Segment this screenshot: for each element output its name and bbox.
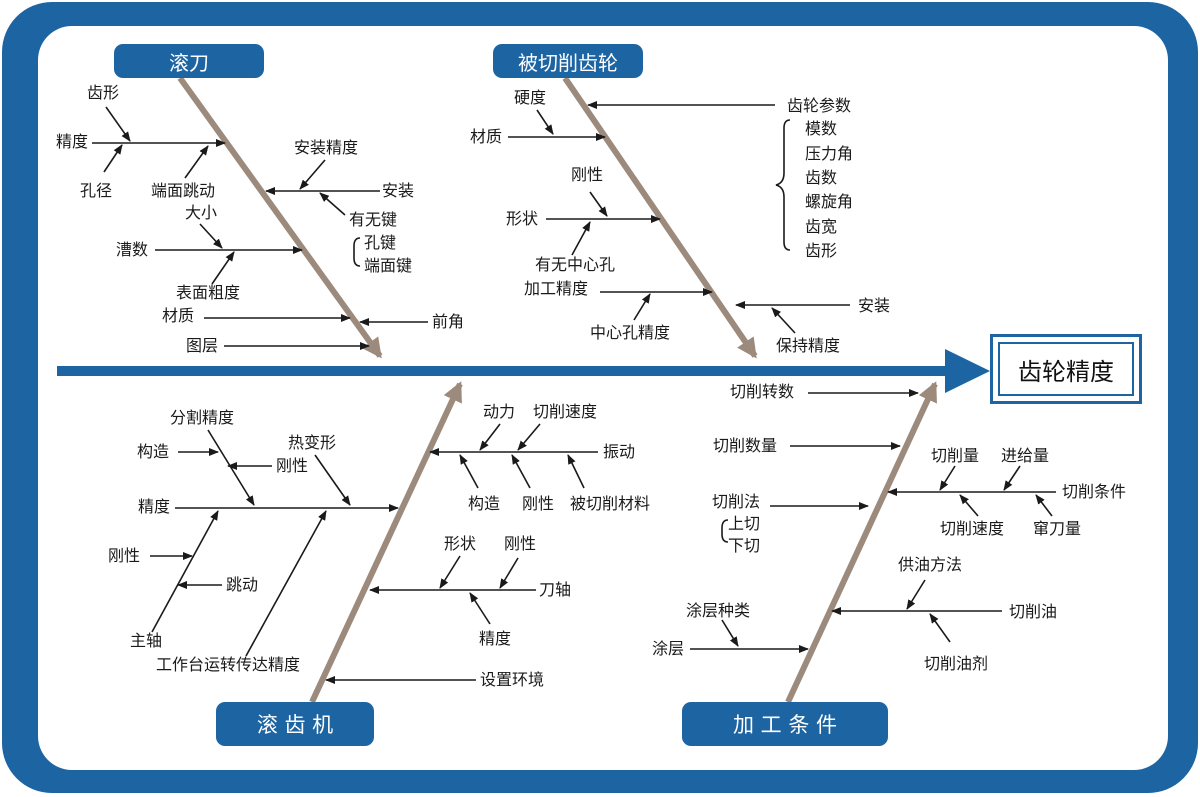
spine xyxy=(57,349,990,393)
machine-shape: 形状 xyxy=(444,534,477,553)
gear-params: 齿轮参数 xyxy=(787,96,852,115)
cond-up: 上切 xyxy=(728,514,761,533)
hob-tooth-shape: 齿形 xyxy=(87,83,120,102)
gear-param-face-width: 齿宽 xyxy=(805,217,838,236)
cond-coat-type: 涂层种类 xyxy=(686,601,751,620)
cond-speed: 切削速度 xyxy=(940,519,1005,538)
spine-arrow-head xyxy=(945,349,990,393)
machine-accuracy-2: 精度 xyxy=(479,629,512,648)
effect-box: 齿轮精度 xyxy=(990,334,1142,404)
gear-param-pressure-angle: 压力角 xyxy=(805,144,854,163)
category-gear: 被切削齿轮 xyxy=(493,44,643,78)
gear-param-helix-angle: 螺旋角 xyxy=(805,192,854,211)
effect-label: 齿轮精度 xyxy=(998,342,1134,396)
cond-method: 切削法 xyxy=(712,492,761,511)
gear-center-hole-accuracy: 中心孔精度 xyxy=(590,323,671,342)
hob-roughness: 表面粗度 xyxy=(176,283,241,302)
hob-material: 材质 xyxy=(162,306,195,325)
gear-param-tooth-shape: 齿形 xyxy=(805,241,838,260)
machine-power: 动力 xyxy=(483,402,516,421)
bone-machine xyxy=(309,381,463,704)
gear-rigidity: 刚性 xyxy=(571,165,604,184)
machine-work-material: 被切削材料 xyxy=(570,494,651,513)
gear-shape: 形状 xyxy=(506,209,539,228)
cond-amount: 切削量 xyxy=(931,446,980,465)
machine-runout: 跳动 xyxy=(226,575,259,594)
cause-arrows xyxy=(92,101,1056,684)
hob-hole-key: 孔键 xyxy=(364,233,397,252)
machine-arbor: 刀轴 xyxy=(539,580,572,599)
gear-holding-accuracy: 保持精度 xyxy=(776,336,841,355)
bone-hob xyxy=(177,76,383,359)
gear-center-hole: 有无中心孔 xyxy=(535,255,616,274)
bone-gear xyxy=(562,76,758,359)
machine-cutting-speed: 切削速度 xyxy=(533,402,598,421)
machine-spindle: 主轴 xyxy=(130,631,163,650)
cond-oil-agent: 切削油剂 xyxy=(924,654,989,673)
hob-install: 安装 xyxy=(382,181,415,200)
hob-face-key: 端面键 xyxy=(364,256,413,275)
bone-conditions xyxy=(785,381,938,704)
machine-table: 工作台运转传达精度 xyxy=(156,655,301,674)
gear-material: 材质 xyxy=(470,127,503,146)
machine-structure: 构造 xyxy=(137,442,170,461)
category-conditions: 加 工 条 件 xyxy=(682,702,888,746)
hob-key: 有无键 xyxy=(349,210,398,229)
hob-accuracy: 精度 xyxy=(56,132,89,151)
gear-param-module: 模数 xyxy=(805,119,838,138)
hob-bore: 孔径 xyxy=(80,181,113,200)
machine-thermal: 热变形 xyxy=(288,433,337,452)
machine-environment: 设置环境 xyxy=(480,670,545,689)
cond-count: 切削数量 xyxy=(713,436,778,455)
cond-oil-method: 供油方法 xyxy=(898,555,963,574)
gear-install: 安装 xyxy=(858,296,891,315)
machine-structure-2: 构造 xyxy=(468,494,501,513)
hob-flutes: 漕数 xyxy=(116,240,149,259)
machine-rigidity-4: 刚性 xyxy=(504,534,537,553)
gear-param-teeth: 齿数 xyxy=(805,168,838,187)
category-hob: 滚刀 xyxy=(114,44,264,78)
cond-shift: 窜刀量 xyxy=(1033,519,1082,538)
gear-machining-accuracy: 加工精度 xyxy=(524,279,589,298)
hob-install-accuracy: 安装精度 xyxy=(294,138,359,157)
cond-rpm: 切削转数 xyxy=(730,382,795,401)
machine-rigidity-3: 刚性 xyxy=(522,494,555,513)
machine-vibration: 振动 xyxy=(603,442,636,461)
cond-down: 下切 xyxy=(728,536,761,555)
hob-coating: 图层 xyxy=(186,336,219,355)
machine-rigidity: 刚性 xyxy=(276,456,309,475)
cond-conditions: 切削条件 xyxy=(1062,482,1127,501)
machine-rigidity-2: 刚性 xyxy=(108,546,141,565)
cond-coating: 涂层 xyxy=(652,639,685,658)
gear-hardness: 硬度 xyxy=(514,88,547,107)
machine-index-accuracy: 分割精度 xyxy=(170,408,235,427)
diagram-canvas xyxy=(38,26,1168,770)
cond-feed: 进给量 xyxy=(1001,446,1050,465)
hob-rake: 前角 xyxy=(432,312,465,331)
cond-oil: 切削油 xyxy=(1009,602,1058,621)
hob-size: 大小 xyxy=(185,203,218,222)
category-machine: 滚 齿 机 xyxy=(216,702,374,746)
hob-face-runout: 端面跳动 xyxy=(151,181,216,200)
machine-accuracy: 精度 xyxy=(138,497,171,516)
